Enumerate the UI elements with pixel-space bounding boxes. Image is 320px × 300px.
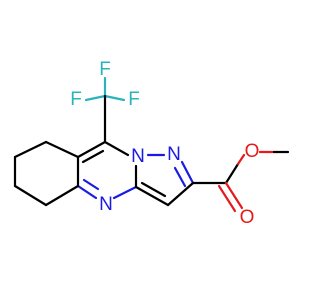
atom-f-top: F	[99, 59, 111, 80]
bond-c8a-c8	[44, 140, 80, 159]
atom-f-left: F	[70, 89, 82, 110]
atom-n-pyrazole: N	[167, 144, 181, 165]
bond-carbonyl-o-double-1	[224, 181, 244, 210]
bond-n-pyrazole-c2-double	[173, 166, 187, 188]
bond-c2-c3	[166, 181, 195, 207]
atom-n-ring: N	[99, 194, 113, 215]
bond-c-f-left	[84, 94, 107, 102]
bond-c4a-n-ring	[76, 184, 98, 200]
atom-labels: F F F N N N O O	[70, 59, 259, 228]
atom-o-ether: O	[245, 141, 260, 162]
bond-c8-c7	[13, 140, 48, 159]
bond-c-f-right	[103, 94, 126, 102]
bond-c4a-n-ring-double	[82, 178, 100, 191]
bond-carbonyl-o-ether-o-part	[236, 153, 246, 166]
bonds	[13, 76, 290, 213]
bond-c3-c3a-double	[140, 181, 167, 198]
bond-c9-c8a	[76, 140, 107, 159]
bond-c5-c4a	[44, 184, 80, 207]
atom-f-right: F	[128, 89, 140, 110]
bond-n-pyrazole-c2	[180, 160, 195, 185]
bond-carbonyl-o-ether	[224, 162, 240, 185]
bond-c9-c8a-double	[81, 149, 105, 164]
bond-c3-c3a	[134, 185, 170, 207]
molecule-structure-diagram: F F F N N N O O	[13, 59, 290, 228]
bond-c9-n-bridge	[103, 140, 130, 157]
bond-c6-c5	[13, 184, 48, 207]
bond-n-ring-c3a	[112, 185, 138, 200]
atom-o-carbonyl: O	[240, 207, 255, 228]
bond-carbonyl-o-double-2	[217, 184, 237, 213]
atom-n-bridge: N	[131, 146, 145, 167]
